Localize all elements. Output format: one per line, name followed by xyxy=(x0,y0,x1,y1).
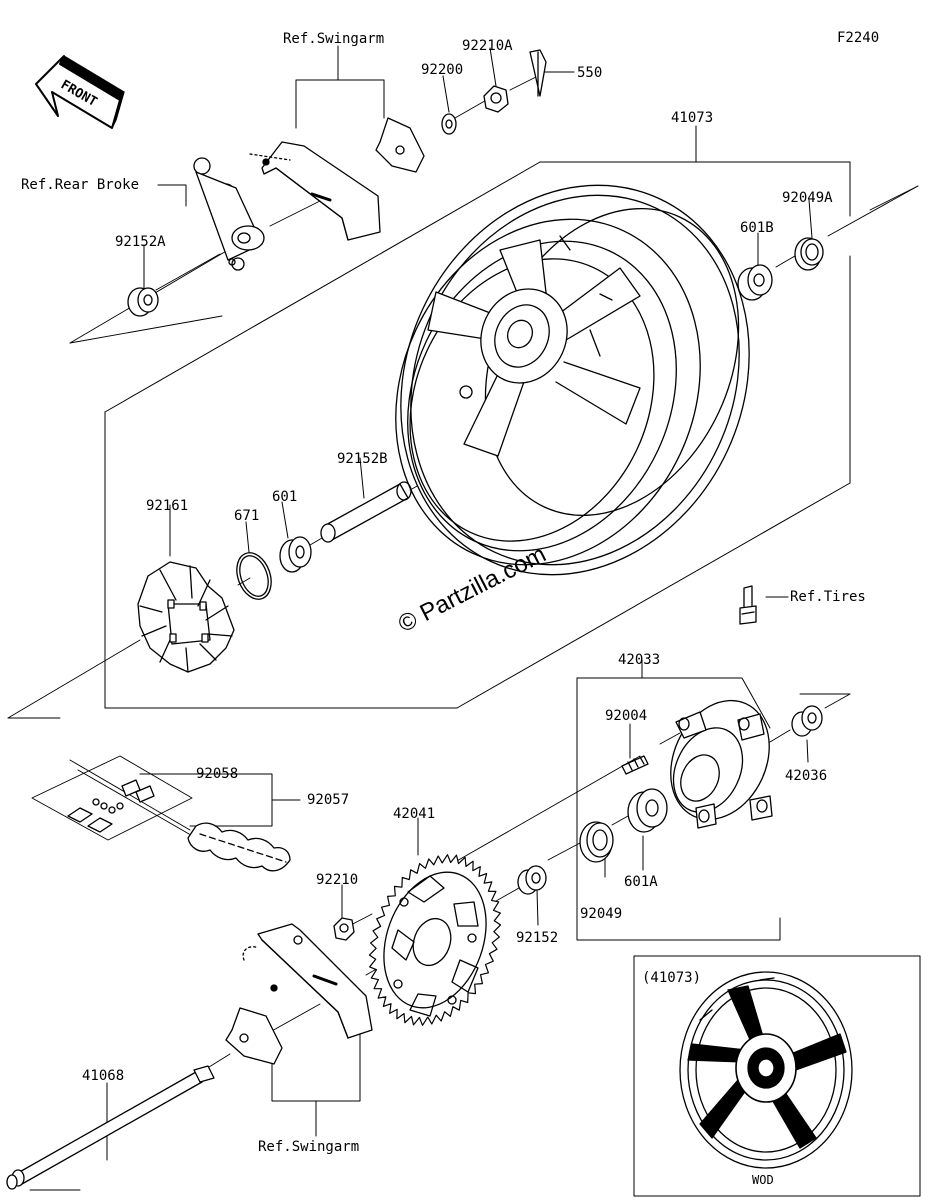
label-92152A[interactable]: 92152A xyxy=(115,234,166,250)
collar-42036 xyxy=(791,705,823,737)
swingarm-bracket-top xyxy=(249,141,381,241)
inset-wheel-41073 xyxy=(633,955,921,1197)
label-ref-tires[interactable]: Ref.Tires xyxy=(790,589,866,605)
label-92210[interactable]: 92210 xyxy=(316,872,359,888)
label-42036[interactable]: 42036 xyxy=(785,768,828,784)
label-41073[interactable]: 41073 xyxy=(671,110,714,126)
sprocket-coupling-42033 xyxy=(670,699,773,829)
hub-damper-92161 xyxy=(137,561,235,673)
collar-92152A xyxy=(127,287,159,317)
wheel-group-outline xyxy=(104,125,851,709)
label-92161[interactable]: 92161 xyxy=(146,498,189,514)
washer-92200 xyxy=(441,113,457,135)
nut-92210 xyxy=(333,917,355,941)
nut-92210A xyxy=(483,85,509,113)
tire-valve xyxy=(739,585,757,625)
bearing-601 xyxy=(279,536,312,573)
rear-wheel-41073 xyxy=(395,184,750,576)
chain-adjuster-plate-bottom xyxy=(225,1007,283,1065)
label-92210A[interactable]: 92210A xyxy=(462,38,513,54)
swingarm-bracket-bottom xyxy=(242,923,373,1039)
inset-code: WOD xyxy=(752,1173,774,1187)
label-92152B[interactable]: 92152B xyxy=(337,451,388,467)
label-601[interactable]: 601 xyxy=(272,489,298,505)
leader-lines xyxy=(106,45,813,1161)
label-92049A[interactable]: 92049A xyxy=(782,190,833,206)
cotter-pin-550 xyxy=(529,49,547,97)
label-ref-swingarm-bottom[interactable]: Ref.Swingarm xyxy=(258,1139,360,1155)
label-92004[interactable]: 92004 xyxy=(605,708,648,724)
inset-label: (41073) xyxy=(642,970,702,986)
label-601B[interactable]: 601B xyxy=(740,220,774,236)
label-671[interactable]: 671 xyxy=(234,508,260,524)
front-arrow-icon: FRONT xyxy=(35,55,125,129)
rear-brake-bracket xyxy=(193,157,265,271)
stud-92004 xyxy=(621,755,649,775)
chain-adjuster-plate-top xyxy=(375,117,425,173)
label-92057[interactable]: 92057 xyxy=(307,792,350,808)
label-92049[interactable]: 92049 xyxy=(580,906,623,922)
collar-92152B xyxy=(320,481,412,543)
collar-92152 xyxy=(517,865,547,895)
label-92058[interactable]: 92058 xyxy=(196,766,239,782)
label-ref-swingarm-top[interactable]: Ref.Swingarm xyxy=(283,31,385,47)
label-ref-rear-brake[interactable]: Ref.Rear Broke xyxy=(21,177,140,193)
oil-seal-92049A xyxy=(794,237,824,271)
label-601A[interactable]: 601A xyxy=(624,874,658,890)
rear-sprocket-42041 xyxy=(368,854,502,1026)
rear-axle-41068 xyxy=(6,1065,215,1190)
bearing-601A xyxy=(627,788,668,833)
label-42033[interactable]: 42033 xyxy=(618,652,661,668)
bearing-601B xyxy=(737,264,773,301)
o-ring-671 xyxy=(236,552,272,600)
diagram-code: F2240 xyxy=(837,30,880,46)
label-41068[interactable]: 41068 xyxy=(82,1068,125,1084)
label-42041[interactable]: 42041 xyxy=(393,806,436,822)
label-92200[interactable]: 92200 xyxy=(421,62,464,78)
label-92152[interactable]: 92152 xyxy=(516,930,559,946)
oil-seal-92049 xyxy=(579,821,614,863)
label-550[interactable]: 550 xyxy=(577,65,603,81)
drive-chain-92057 xyxy=(31,755,291,872)
